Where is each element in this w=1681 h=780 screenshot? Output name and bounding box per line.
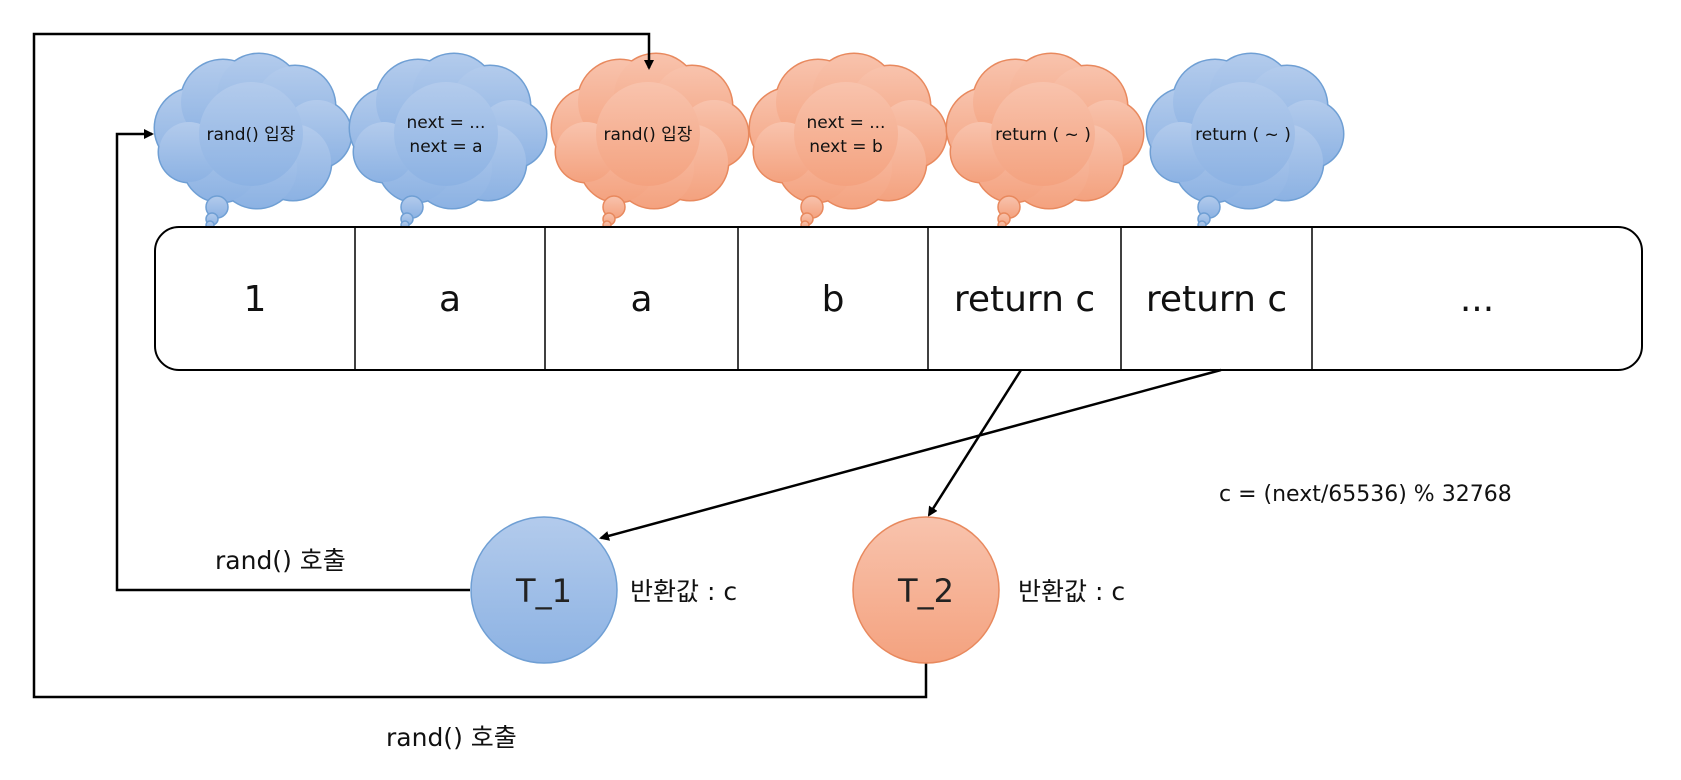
cloud-text-line: return ( ~ ) (1195, 125, 1291, 145)
thought-cloud: return ( ~ ) (945, 52, 1145, 230)
cloud-text-line: return ( ~ ) (995, 125, 1091, 145)
t2-return-label: 반환값 : c (1018, 577, 1125, 606)
memory-cell-value: 1 (244, 279, 267, 320)
thread-t1-label: T_1 (515, 572, 572, 610)
memory-cell-value: return c (954, 279, 1095, 320)
t1-call-arrow (115, 129, 470, 592)
connectors (32, 32, 1222, 699)
t2-call-label: rand() 호출 (386, 723, 517, 752)
cloud-text-line: next = ... (807, 113, 886, 133)
cloud-text-line: rand() 입장 (207, 125, 296, 145)
thought-clouds: rand() 입장 next = ... next = a rand() 입장 next… (153, 52, 1345, 230)
memory-cell-value: ... (1460, 279, 1494, 320)
formula-label: c = (next/65536) % 32768 (1219, 482, 1512, 507)
t2-call-arrow (32, 32, 928, 699)
thought-cloud: next = ... next = b (748, 52, 948, 230)
thread-t2-label: T_2 (897, 572, 954, 610)
thread-t2: T_2 (852, 516, 1000, 664)
return-arrow-t1 (599, 368, 1222, 541)
memory-cell-value: return c (1146, 279, 1287, 320)
thought-cloud: rand() 입장 (550, 52, 750, 230)
cloud-text-line: next = ... (407, 113, 486, 133)
thought-cloud: rand() 입장 (153, 52, 353, 230)
memory-cells: 1 a a b return c return c... (244, 227, 1494, 370)
return-arrow-t2 (927, 369, 1023, 517)
cloud-text-line: next = a (409, 137, 482, 157)
memory-strip (154, 226, 1643, 371)
t1-return-label: 반환값 : c (630, 577, 737, 606)
thought-cloud: return ( ~ ) (1145, 52, 1345, 230)
thread-t1: T_1 (470, 516, 618, 664)
memory-cell-value: b (822, 279, 845, 320)
cloud-text-line: next = b (809, 137, 883, 157)
thought-cloud: next = ... next = a (348, 52, 548, 230)
memory-cell-value: a (439, 279, 461, 320)
memory-cell-value: a (630, 279, 652, 320)
t1-call-label: rand() 호출 (215, 546, 346, 575)
cloud-text-line: rand() 입장 (604, 125, 693, 145)
